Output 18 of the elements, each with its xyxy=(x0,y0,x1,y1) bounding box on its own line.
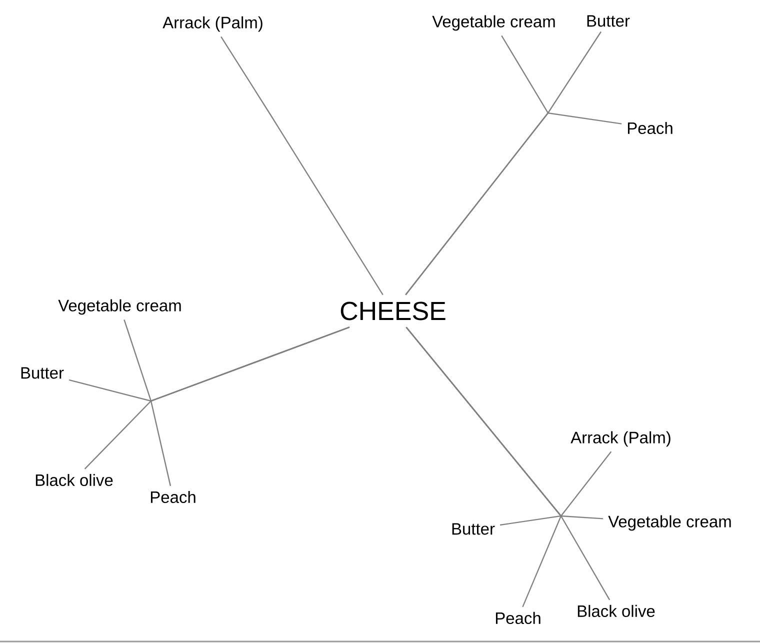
leaf-label: Peach xyxy=(150,490,196,504)
leaf-label: Black olive xyxy=(578,604,655,618)
leaf-label: Arrack (Palm) xyxy=(162,16,262,32)
leaf-label: Vegetable cream xyxy=(58,299,181,315)
leaf-label: Black olive xyxy=(36,474,113,486)
center-label: CHEESE xyxy=(340,302,446,320)
leaf-label: Butter xyxy=(587,15,630,27)
branch-line xyxy=(405,112,622,296)
leaf-label: Arrack (Palm) xyxy=(570,431,670,447)
branch-line xyxy=(150,326,350,486)
branch-line xyxy=(220,36,384,296)
leaf-label: Peach xyxy=(496,612,540,624)
leaf-label: Butter xyxy=(21,367,64,379)
leaf-label: Butter xyxy=(452,523,495,535)
branch-line xyxy=(406,326,562,608)
leaf-label: Peach xyxy=(628,122,672,134)
leaf-label: Vegetable cream xyxy=(432,15,555,31)
leaf-label: Vegetable cream xyxy=(608,515,731,531)
